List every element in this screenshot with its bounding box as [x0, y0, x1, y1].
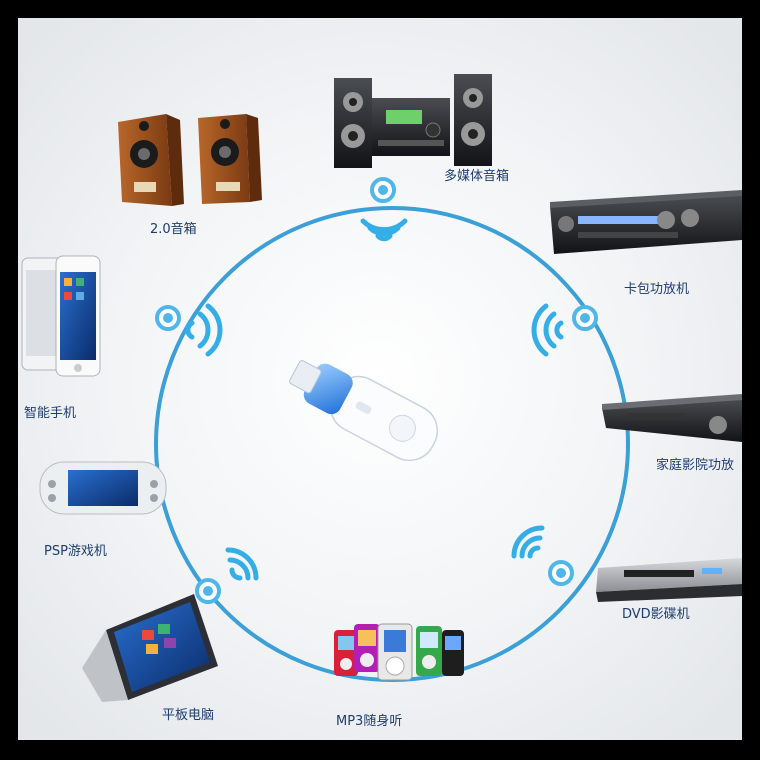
mp3-player-label: MP3随身听	[336, 714, 403, 729]
signal-wave-icon	[531, 303, 564, 357]
ring-node-bottom-right	[548, 560, 574, 586]
dvd-player-image	[596, 558, 742, 602]
bluetooth-dongle-image	[289, 360, 439, 462]
ring-node-top	[370, 177, 396, 203]
diagram-panel: 2.0音箱 多媒体音箱 卡包功放机 家庭影院功放 DVD影碟机 MP3随身听 平…	[18, 18, 742, 740]
signal-wave-icon	[225, 547, 259, 581]
mp3-player-image	[334, 623, 464, 681]
speaker-20-label: 2.0音箱	[150, 222, 197, 237]
ring-node-right	[572, 305, 598, 331]
smartphone-image	[21, 255, 101, 377]
tablet-image	[82, 594, 218, 702]
ring-node-left	[155, 305, 181, 331]
psp-label: PSP游戏机	[44, 544, 107, 559]
multimedia-speaker-label: 多媒体音箱	[444, 169, 510, 184]
karaoke-amp-image	[550, 190, 742, 254]
home-theater-amp-image	[602, 394, 742, 442]
signal-wave-icon	[185, 303, 223, 357]
dvd-player-label: DVD影碟机	[622, 607, 690, 622]
psp-image	[39, 461, 167, 515]
connection-diagram	[21, 74, 742, 702]
multimedia-speaker-image	[334, 74, 492, 168]
ring-node-bottom-left	[195, 578, 221, 604]
signal-wave-icon	[360, 218, 408, 242]
speaker-20-image	[118, 114, 262, 206]
signal-wave-icon	[511, 525, 545, 559]
home-theater-amp-label: 家庭影院功放	[656, 458, 735, 473]
smartphone-label: 智能手机	[24, 406, 77, 421]
tablet-label: 平板电脑	[162, 708, 215, 723]
karaoke-amp-label: 卡包功放机	[624, 282, 690, 297]
